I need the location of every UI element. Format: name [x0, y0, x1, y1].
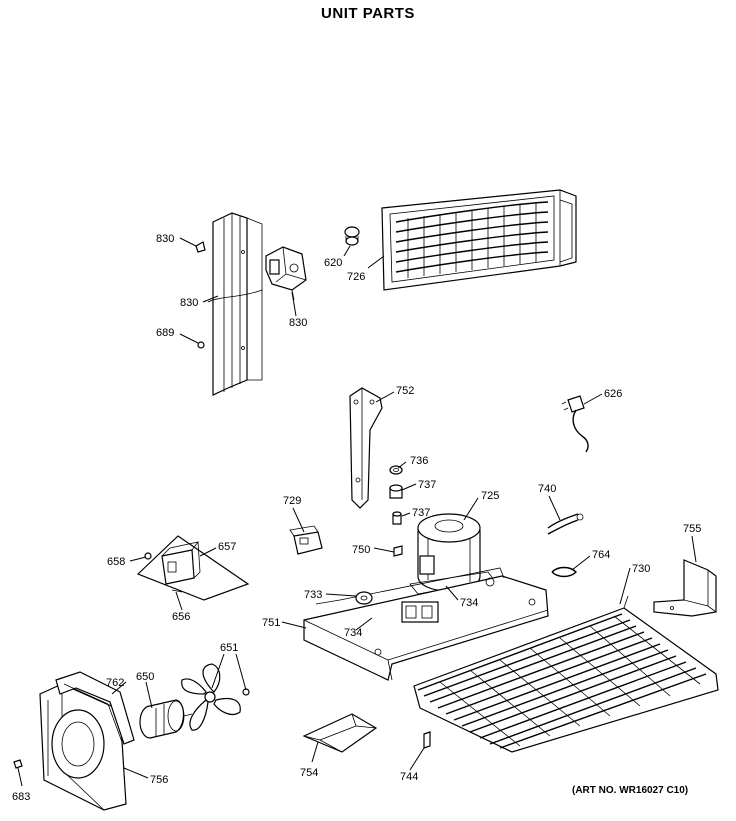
callout-651: 651 — [220, 642, 238, 654]
callout-683: 683 — [12, 791, 30, 803]
callout-734: 734 — [460, 597, 478, 609]
callout-620: 620 — [324, 257, 342, 269]
callout-762: 762 — [106, 677, 124, 689]
callout-689: 689 — [156, 327, 174, 339]
callout-729: 729 — [283, 495, 301, 507]
part-capacitor-657[interactable] — [136, 535, 250, 601]
part-clip-740[interactable] — [547, 513, 584, 535]
part-fan-blade-651[interactable] — [181, 663, 250, 731]
part-coil-730[interactable] — [413, 595, 719, 753]
callout-830: 830 — [180, 297, 198, 309]
part-screw-689[interactable] — [197, 341, 205, 349]
part-fan-motor-650[interactable] — [139, 699, 193, 739]
part-screw-750[interactable] — [393, 545, 403, 557]
callout-744: 744 — [400, 771, 418, 783]
callout-754: 754 — [300, 767, 318, 779]
callout-658: 658 — [107, 556, 125, 568]
callout-756: 756 — [150, 774, 168, 786]
callout-626: 626 — [604, 388, 622, 400]
part-screw-830[interactable] — [195, 241, 206, 253]
callout-750: 750 — [352, 544, 370, 556]
leader-lines — [17, 237, 697, 787]
part-condenser-726[interactable] — [381, 189, 577, 291]
part-grommet-733[interactable] — [355, 591, 373, 605]
part-fitting-620[interactable] — [344, 226, 360, 246]
callout-751: 751 — [262, 617, 280, 629]
callout-725: 725 — [481, 490, 499, 502]
part-bracket-752[interactable] — [349, 387, 383, 509]
callout-830: 830 — [156, 233, 174, 245]
part-compressor-725[interactable] — [409, 513, 495, 595]
callout-730: 730 — [632, 563, 650, 575]
callout-650: 650 — [136, 671, 154, 683]
part-screw-658[interactable] — [144, 552, 152, 560]
part-clip-744[interactable] — [423, 731, 431, 749]
callout-labels: 830 830 830 689 620 726 752 626 736 737 … — [12, 233, 701, 803]
part-fan-shroud-762[interactable] — [55, 671, 135, 745]
part-bracket-755[interactable] — [653, 559, 717, 617]
part-screw-683[interactable] — [13, 759, 23, 769]
callout-733: 733 — [304, 589, 322, 601]
part-grommet-737-lower[interactable] — [392, 511, 402, 525]
callout-755: 755 — [683, 523, 701, 535]
callout-657: 657 — [218, 541, 236, 553]
part-clip-764[interactable] — [551, 566, 577, 578]
callout-740: 740 — [538, 483, 556, 495]
callout-737: 737 — [412, 507, 430, 519]
callout-752: 752 — [396, 385, 414, 397]
callout-656: 656 — [172, 611, 190, 623]
part-base-pan-751[interactable] — [303, 567, 549, 681]
callout-764: 764 — [592, 549, 610, 561]
part-power-cord-626[interactable] — [561, 395, 589, 453]
part-bracket-830[interactable] — [265, 246, 307, 301]
part-fan-shroud-756[interactable] — [39, 683, 127, 811]
part-duct-754[interactable] — [302, 713, 378, 753]
callout-726: 726 — [347, 271, 365, 283]
callout-736: 736 — [410, 455, 428, 467]
part-grommet-736[interactable] — [389, 465, 403, 475]
part-channel-830[interactable] — [207, 212, 263, 396]
callout-737: 737 — [418, 479, 436, 491]
callout-734: 734 — [344, 627, 362, 639]
diagram-title: UNIT PARTS — [321, 5, 415, 22]
callout-830: 830 — [289, 317, 307, 329]
part-relay-729[interactable] — [289, 525, 323, 555]
part-grommet-737-upper[interactable] — [389, 484, 403, 499]
part-clip-656[interactable] — [171, 589, 183, 593]
art-number: (ART NO. WR16027 C10) — [572, 785, 689, 796]
